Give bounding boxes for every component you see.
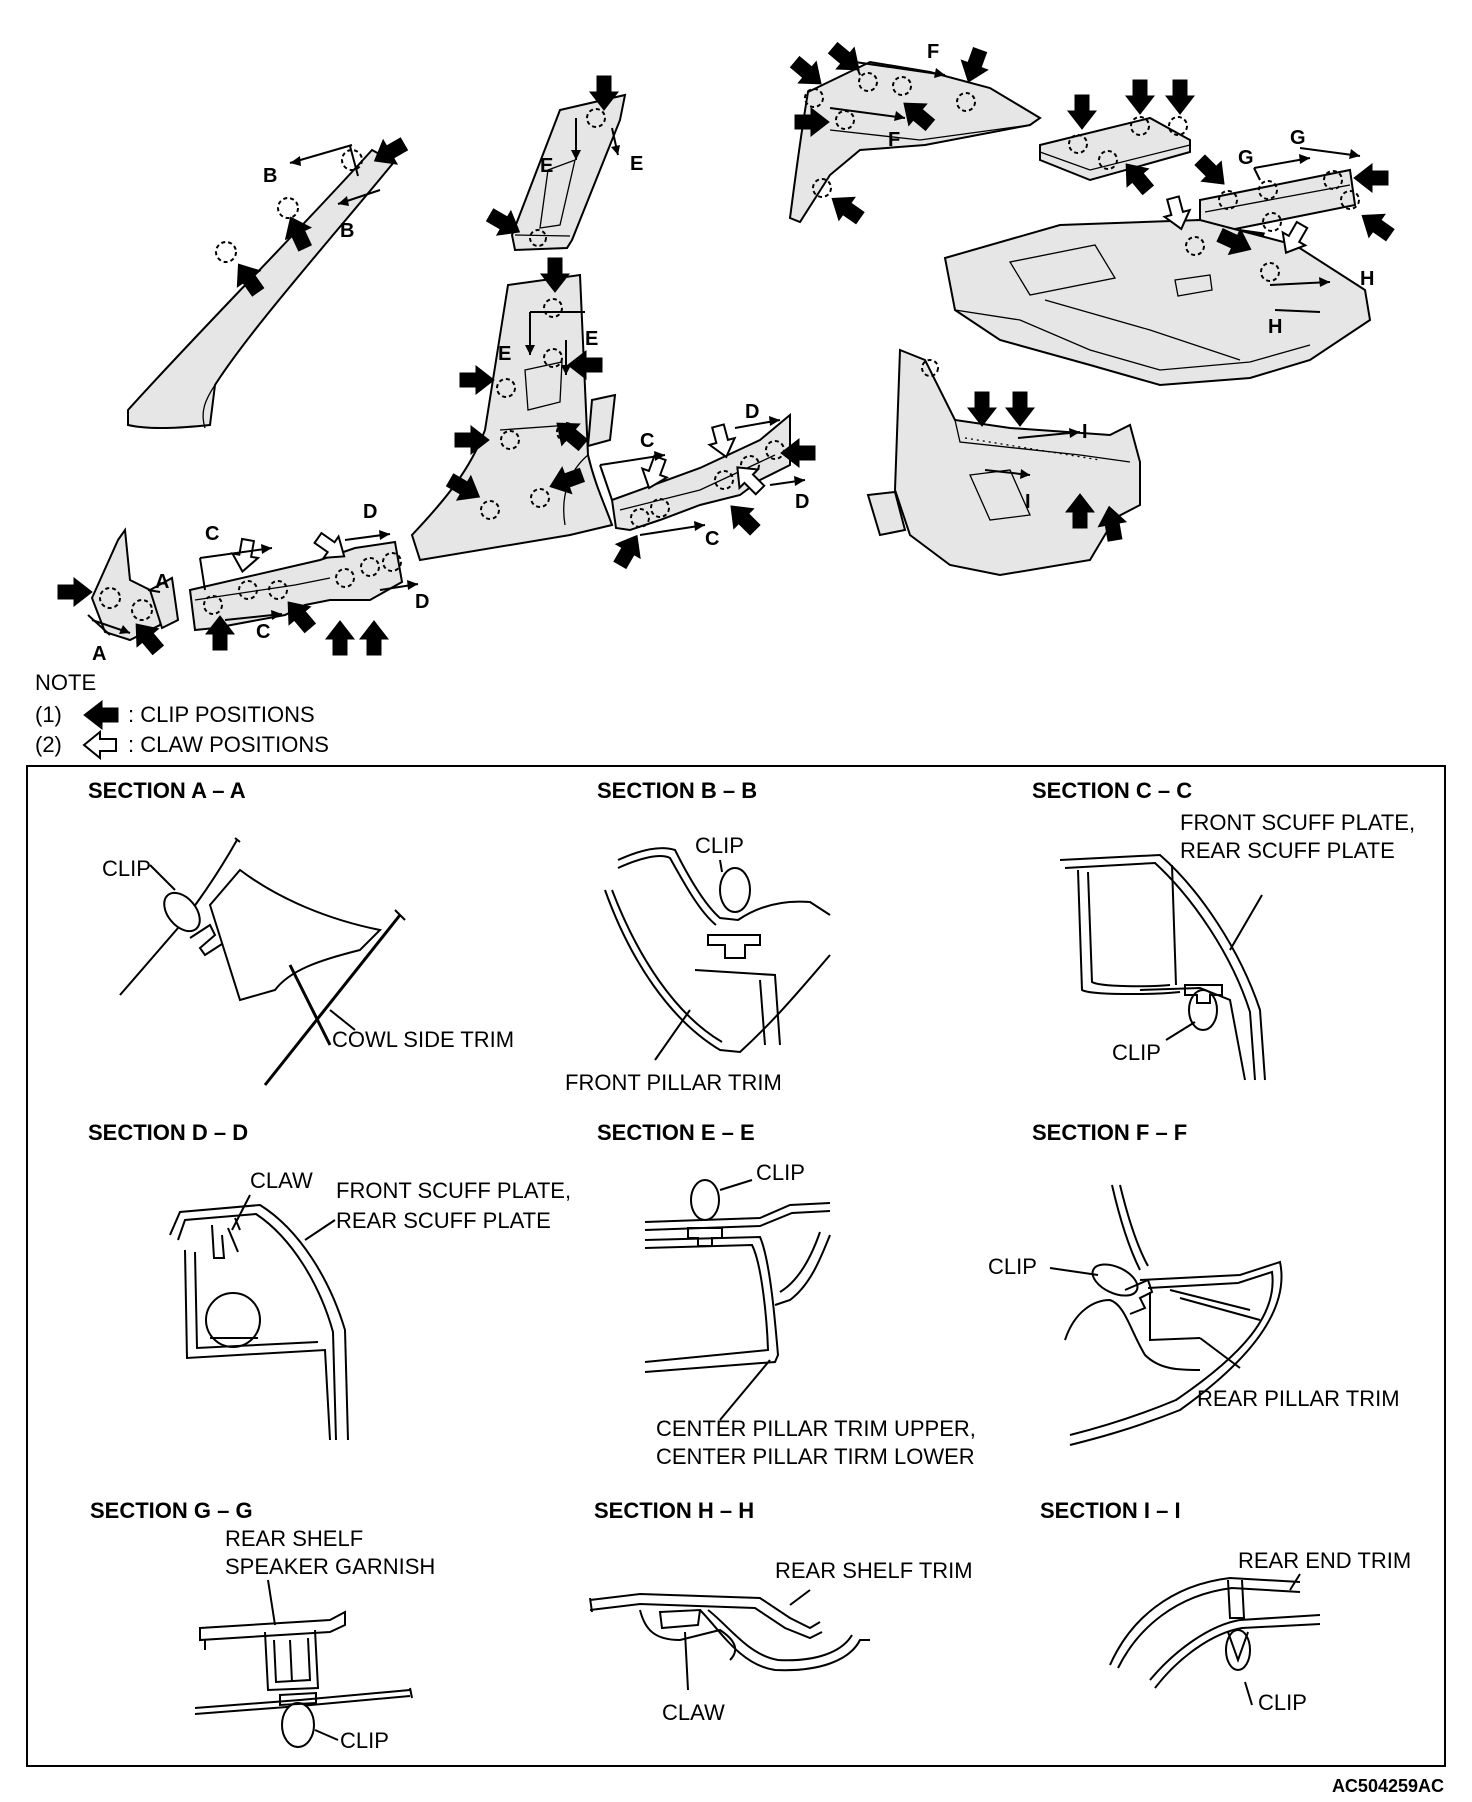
- drawing-code: AC504259AC: [1332, 1776, 1444, 1796]
- section-d-d-front-scuff-plate-label: FRONT SCUFF PLATE,: [336, 1178, 571, 1203]
- rear-scuff-plate-part: C C D D: [599, 401, 816, 573]
- section-i-i: SECTION I – I REAR END TRIM CLIP: [1040, 1498, 1411, 1715]
- section-a-a: SECTION A – A CLIP COWL SIDE TRIM: [88, 778, 514, 1086]
- exploded-view: B B E E: [57, 36, 1399, 665]
- section-f-f-rear-pillar-trim-label: REAR PILLAR TRIM: [1197, 1386, 1400, 1411]
- callout-e-upper-left: E: [540, 155, 553, 177]
- section-d-d-title: SECTION D – D: [88, 1120, 248, 1145]
- section-h-h-claw-label: CLAW: [662, 1700, 725, 1725]
- cowl-side-trim-part: A A: [57, 527, 180, 665]
- section-a-a-clip-label: CLIP: [102, 856, 151, 881]
- section-e-e-clip-label: CLIP: [756, 1160, 805, 1185]
- callout-b-top: B: [263, 165, 277, 187]
- section-c-c-clip-label: CLIP: [1112, 1040, 1161, 1065]
- section-i-i-rear-end-trim-label: REAR END TRIM: [1238, 1548, 1411, 1573]
- callout-c-rear-bottom: C: [705, 528, 719, 550]
- section-h-h: SECTION H – H REAR SHELF TRIM CLAW: [589, 1498, 973, 1725]
- section-e-e-center-pillar-trim-lower-label: CENTER PILLAR TIRM LOWER: [656, 1444, 975, 1469]
- callout-d-front-bottom: D: [415, 591, 429, 613]
- note-item-2-text: : CLAW POSITIONS: [128, 732, 329, 757]
- callout-b-bottom: B: [340, 220, 354, 242]
- section-d-d-rear-scuff-plate-label: REAR SCUFF PLATE: [336, 1208, 551, 1233]
- note-item-2-num: (2): [35, 732, 62, 757]
- section-a-a-cowl-side-trim-label: COWL SIDE TRIM: [332, 1027, 514, 1052]
- note-item-1-text: : CLIP POSITIONS: [128, 702, 315, 727]
- callout-c-front-bottom: C: [256, 621, 270, 643]
- center-pillar-bracket: [586, 393, 617, 448]
- callout-f-top: F: [927, 41, 939, 63]
- section-e-e-center-pillar-trim-upper-label: CENTER PILLAR TRIM UPPER,: [656, 1416, 976, 1441]
- section-g-g-title: SECTION G – G: [90, 1498, 253, 1523]
- section-b-b: SECTION B – B CLIP FRONT PILLAR TRIM: [565, 778, 831, 1095]
- callout-i-top: I: [1082, 421, 1088, 443]
- section-g-g-clip-label: CLIP: [340, 1728, 389, 1753]
- callout-d-rear-top: D: [745, 401, 759, 423]
- callout-c-front-top: C: [205, 523, 219, 545]
- center-pillar-trim-upper-part: E E: [482, 75, 643, 252]
- section-i-i-title: SECTION I – I: [1040, 1498, 1181, 1523]
- section-f-f-clip-label: CLIP: [988, 1254, 1037, 1279]
- solid-arrow-icon: [83, 700, 119, 730]
- front-pillar-trim-part: B B: [127, 131, 412, 430]
- callout-e-lower-left: E: [498, 343, 511, 365]
- outline-arrow-icon: [83, 731, 117, 759]
- section-h-h-rear-shelf-trim-label: REAR SHELF TRIM: [775, 1558, 973, 1583]
- note-title: NOTE: [35, 670, 96, 695]
- callout-a-bottom: A: [92, 643, 106, 665]
- rear-end-trim-part: I I: [866, 348, 1141, 577]
- rear-shelf-trim-part: H H: [943, 193, 1374, 387]
- front-scuff-plate-part: C C D D: [188, 501, 429, 656]
- callout-h-bottom: H: [1268, 316, 1282, 338]
- callout-a-top: A: [155, 571, 169, 593]
- note-item-1-num: (1): [35, 702, 62, 727]
- section-b-b-clip-label: CLIP: [695, 833, 744, 858]
- callout-e-upper-right: E: [630, 153, 643, 175]
- callout-c-rear-top: C: [640, 430, 654, 452]
- callout-e-lower-right: E: [585, 328, 598, 350]
- note-legend: NOTE (1) : CLIP POSITIONS (2) : CLAW POS…: [35, 670, 329, 759]
- callout-d-rear-bottom: D: [795, 491, 809, 513]
- section-c-c-front-scuff-plate-label: FRONT SCUFF PLATE,: [1180, 810, 1415, 835]
- callout-g-right: G: [1290, 127, 1306, 149]
- section-g-g-rear-shelf-label: REAR SHELF: [225, 1526, 363, 1551]
- section-g-g-speaker-garnish-label: SPEAKER GARNISH: [225, 1554, 435, 1579]
- callout-d-front-top: D: [363, 501, 377, 523]
- section-c-c: SECTION C – C FRONT SCUFF PLATE, REAR SC…: [1032, 778, 1415, 1081]
- section-f-f: SECTION F – F CLIP REAR PILLAR TRIM: [988, 1120, 1400, 1446]
- section-i-i-clip-label: CLIP: [1258, 1690, 1307, 1715]
- section-e-e: SECTION E – E CLIP CENTER PILLAR TRIM UP…: [597, 1120, 976, 1469]
- section-d-d: SECTION D – D CLAW FRONT SCUFF PLATE, RE…: [88, 1120, 571, 1441]
- callout-g-left: G: [1238, 147, 1254, 169]
- section-f-f-title: SECTION F – F: [1032, 1120, 1187, 1145]
- section-h-h-title: SECTION H – H: [594, 1498, 754, 1523]
- rear-shelf-speaker-garnish-left-part: [1039, 79, 1195, 200]
- section-b-b-front-pillar-trim-label: FRONT PILLAR TRIM: [565, 1070, 782, 1095]
- callout-h-top: H: [1360, 268, 1374, 290]
- center-pillar-trim-lower-part: E E: [410, 257, 614, 562]
- section-c-c-title: SECTION C – C: [1032, 778, 1192, 803]
- section-d-d-claw-label: CLAW: [250, 1168, 313, 1193]
- rear-pillar-trim-part: F F: [785, 36, 1042, 230]
- section-c-c-rear-scuff-plate-label: REAR SCUFF PLATE: [1180, 838, 1395, 863]
- section-b-b-title: SECTION B – B: [597, 778, 757, 803]
- sections-frame: [26, 765, 1446, 1767]
- callout-i-bottom: I: [1025, 491, 1031, 513]
- section-e-e-title: SECTION E – E: [597, 1120, 755, 1145]
- section-a-a-title: SECTION A – A: [88, 778, 246, 803]
- section-g-g: SECTION G – G REAR SHELF SPEAKER GARNISH…: [90, 1498, 435, 1753]
- callout-f-bottom: F: [888, 129, 900, 151]
